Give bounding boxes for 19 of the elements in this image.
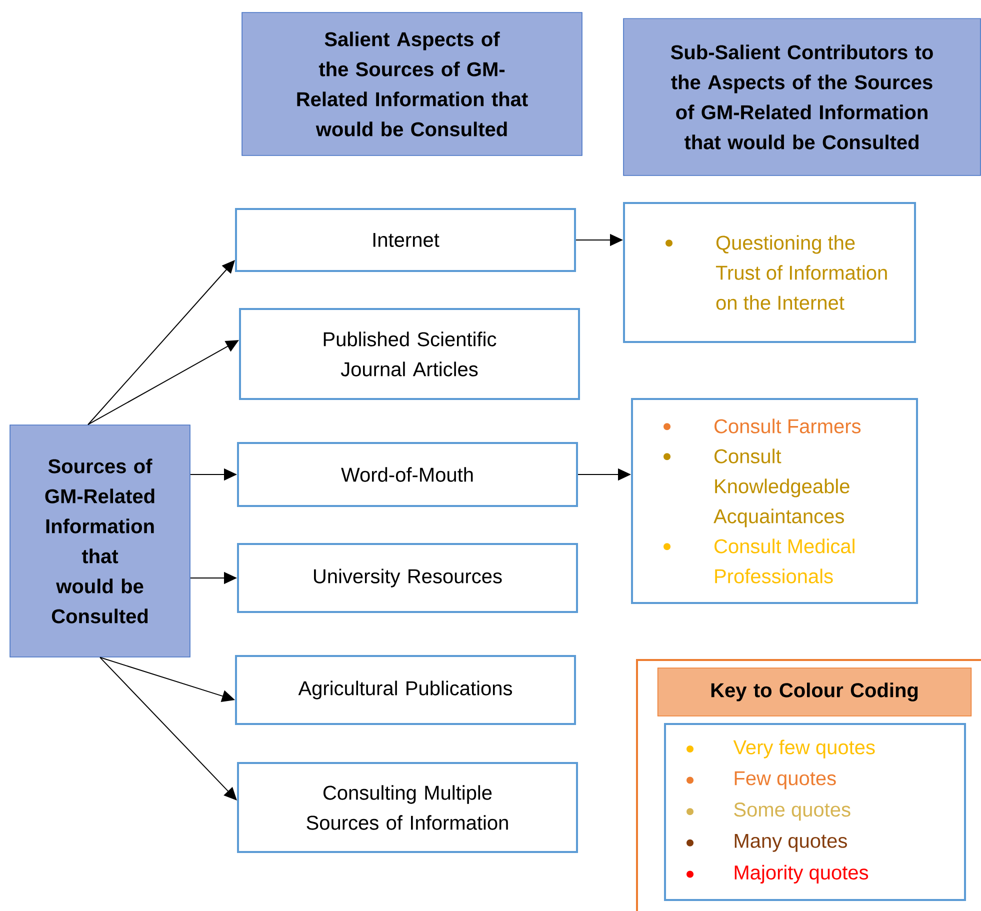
source-box: University Resources bbox=[237, 543, 578, 613]
source-box: Word-of-Mouth bbox=[237, 442, 578, 507]
legend-text: Many quotes bbox=[734, 834, 847, 852]
source-box: Agricultural Publications bbox=[235, 655, 576, 725]
arrow bbox=[88, 260, 235, 426]
heading-box: Salient Aspects of the Sources of GM-Related Information that would be Consulted bbox=[242, 12, 582, 156]
source-box: Published Scientific Journal Articles bbox=[239, 308, 580, 400]
source-box: Consulting Multiple Sources of Information bbox=[237, 762, 578, 853]
bullet-list-box: Consult Farmers Consult Knowledgeable Acquaintances Consult Medical Professionals bbox=[631, 398, 918, 604]
source-box: Internet bbox=[235, 208, 576, 272]
legend-text: Some quotes bbox=[734, 802, 850, 821]
bullet-list-box: Questioning the Trust of Information on the Internet bbox=[623, 202, 916, 343]
arrow bbox=[100, 656, 237, 800]
legend-text: Majority quotes bbox=[734, 864, 868, 884]
legend-heading: Key to Colour Coding bbox=[657, 668, 972, 716]
legend-text: Very few quotes bbox=[733, 740, 875, 758]
heading-box: Sub-Salient Contributors to the Aspects of the Sources of GM-Related Information that would be Consulted bbox=[623, 18, 981, 176]
heading-box: Sources of GM-Related Information that would be Consulted bbox=[10, 424, 190, 658]
legend-text: Few quotes bbox=[734, 771, 836, 790]
